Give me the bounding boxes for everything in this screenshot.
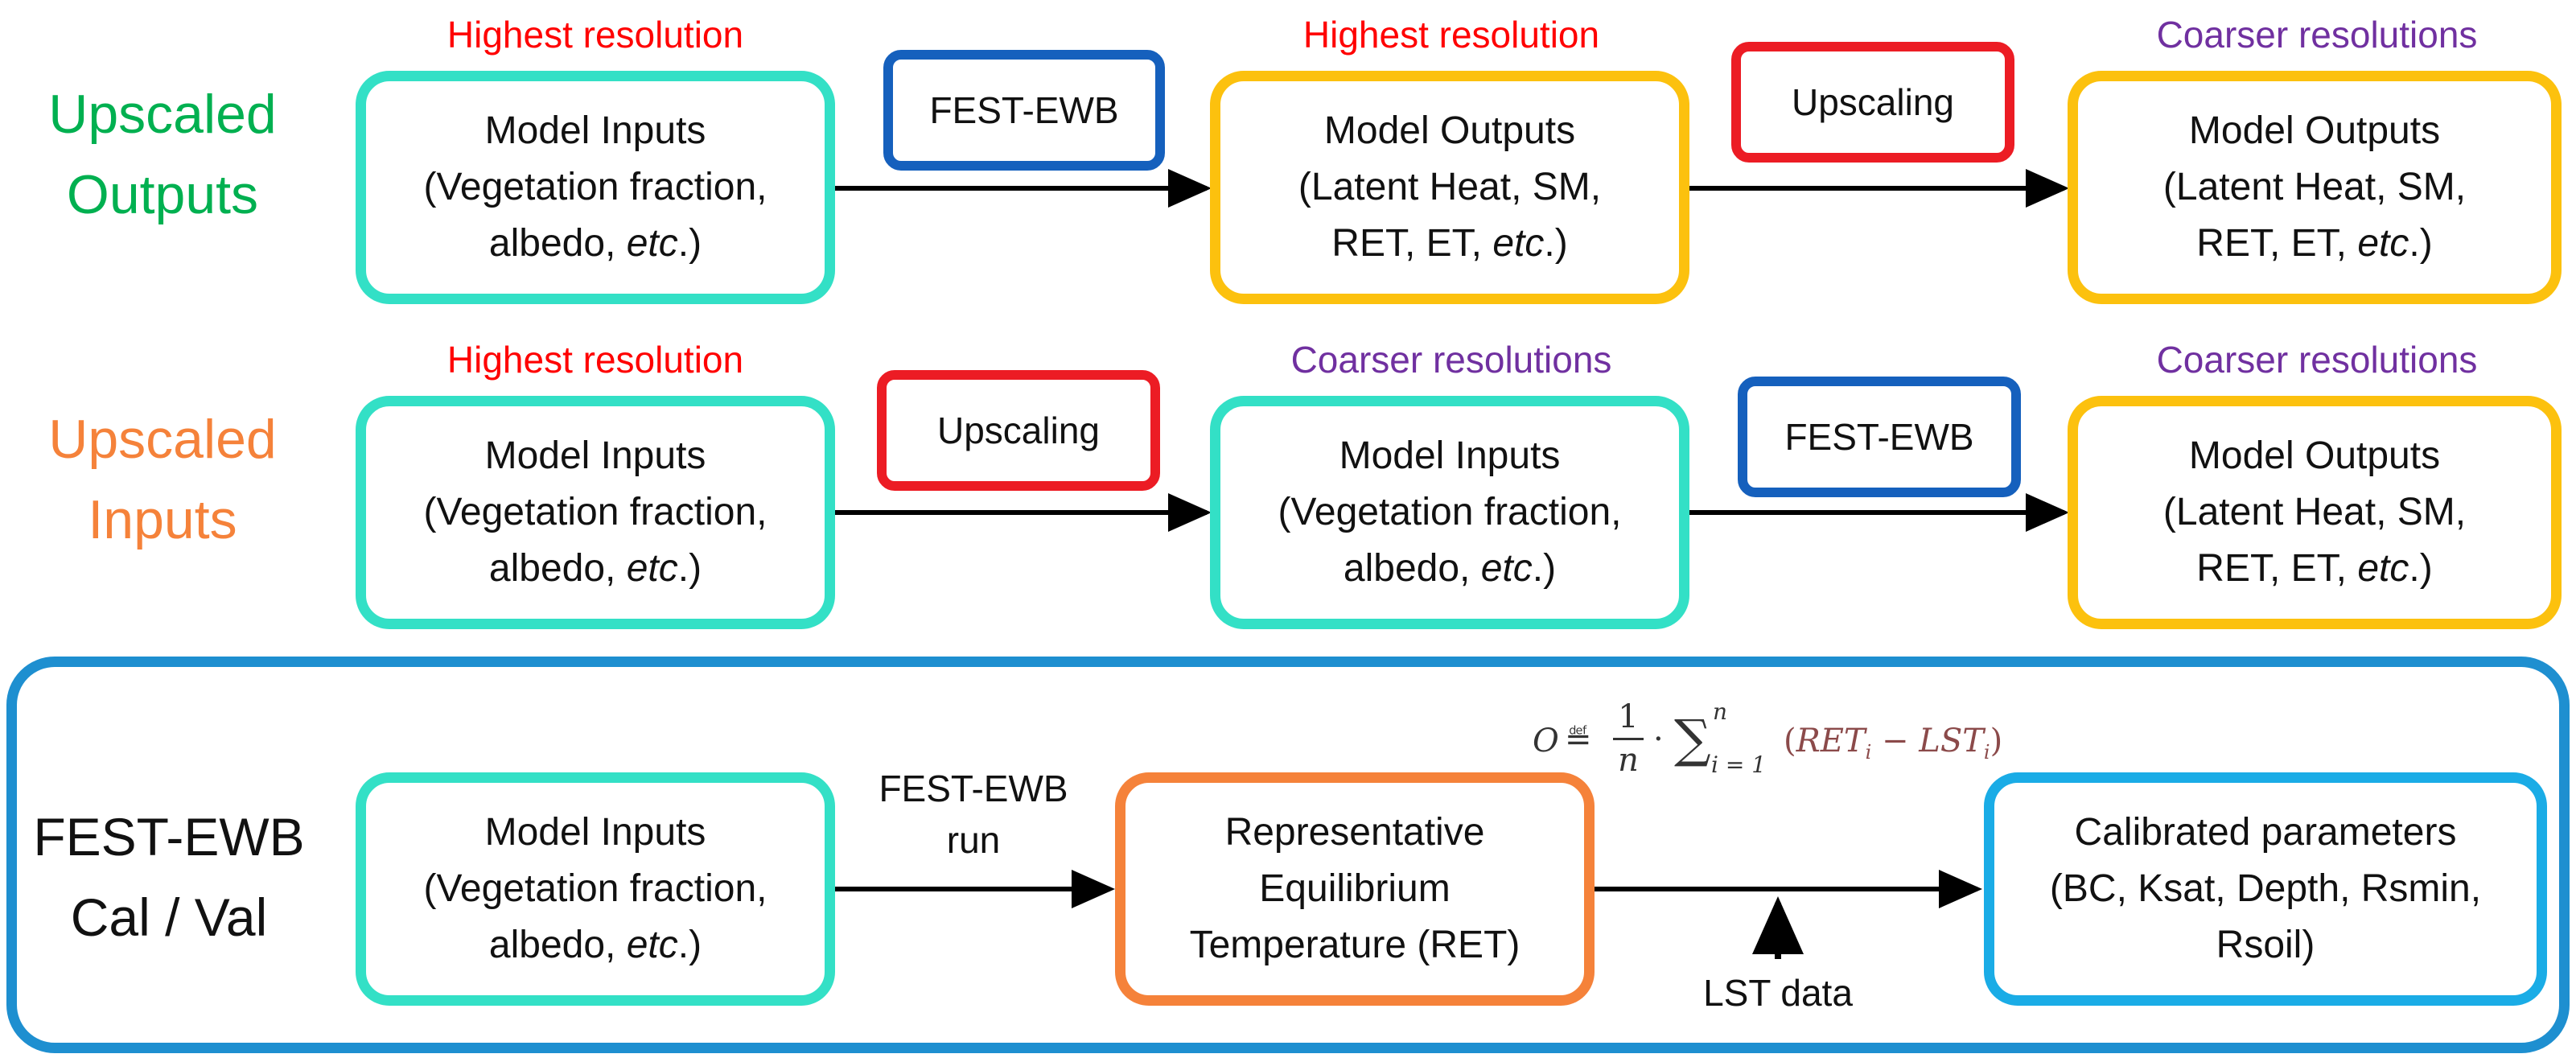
box-line: Model Inputs (1339, 434, 1561, 477)
fest-ewb-tag: FEST-EWB (883, 50, 1165, 171)
box-line: albedo, etc.) (488, 547, 702, 590)
box-line: Model Inputs (484, 109, 706, 152)
formula-sum-lower: i = 1 (1711, 751, 1767, 778)
calval-frame (6, 657, 2570, 1053)
box-line: Temperature (RET) (1189, 924, 1520, 966)
resolution-label: Coarser resolutions (2156, 339, 2478, 381)
box-line: Model Inputs (484, 434, 706, 477)
coarse-model-outputs-box: Model Outputs (Latent Heat, SM, RET, ET,… (2068, 396, 2562, 629)
box-line: albedo, etc.) (488, 924, 702, 966)
resolution-label: Highest resolution (446, 14, 744, 56)
box-line: (Vegetation fraction, (423, 867, 767, 910)
model-outputs-box: Model Outputs (Latent Heat, SM, RET, ET,… (1210, 71, 1689, 304)
fest-ewb-tag: FEST-EWB (1738, 377, 2021, 497)
resolution-label: Coarser resolutions (2156, 14, 2478, 56)
box-line: Calibrated parameters (2074, 811, 2457, 854)
box-line: (Latent Heat, SM, (2162, 491, 2467, 533)
resolution-label: Highest resolution (446, 339, 744, 381)
row-label-line1: Upscaled (48, 84, 277, 145)
calibrated-parameters-box: Calibrated parameters (BC, Ksat, Depth, … (1984, 772, 2547, 1006)
model-inputs-box: Model Inputs (Vegetation fraction, albed… (356, 71, 835, 304)
formula-sum: ∑ (1674, 710, 1711, 769)
row-label-upscaled-outputs: Upscaled Outputs (42, 74, 283, 235)
row-label-line2: Inputs (88, 489, 237, 550)
formula-def: ≝ (1565, 721, 1592, 758)
coarse-model-inputs-box: Model Inputs (Vegetation fraction, albed… (1210, 396, 1689, 629)
row-label-line1: FEST-EWB (33, 807, 305, 867)
formula-dot: · (1653, 721, 1664, 758)
ret-box: Representative Equilibrium Temperature (… (1115, 772, 1595, 1006)
row-label-line1: Upscaled (48, 409, 277, 470)
formula-term: (RETi − LSTi) (1784, 722, 2003, 764)
upscaling-tag: Upscaling (877, 370, 1160, 491)
run-line2: run (946, 819, 1001, 861)
model-inputs-box: Model Inputs (Vegetation fraction, albed… (356, 396, 835, 629)
formula-sum-upper: n (1713, 698, 1728, 725)
box-line: (Vegetation fraction, (1278, 491, 1622, 533)
box-line: (Latent Heat, SM, (1298, 166, 1602, 208)
model-inputs-box: Model Inputs (Vegetation fraction, albed… (356, 772, 835, 1006)
box-line: RET, ET, etc.) (1331, 222, 1568, 265)
box-line: albedo, etc.) (1343, 547, 1557, 590)
formula-denominator: n (1618, 742, 1639, 779)
resolution-label: Highest resolution (1302, 14, 1600, 56)
box-line: Model Outputs (2188, 434, 2441, 477)
upscaling-tag: Upscaling (1731, 42, 2014, 163)
coarse-model-outputs-box: Model Outputs (Latent Heat, SM, RET, ET,… (2068, 71, 2562, 304)
row-label-calval: FEST-EWB Cal / Val (32, 797, 306, 957)
row-label-line2: Outputs (66, 164, 259, 225)
box-line: Rsoil) (2216, 924, 2315, 966)
formula-numerator: 1 (1618, 698, 1639, 735)
box-line: Equilibrium (1259, 867, 1451, 910)
box-line: Model Inputs (484, 811, 706, 854)
box-line: Model Outputs (2188, 109, 2441, 152)
formula-lhs: O (1533, 722, 1559, 760)
box-line: (BC, Ksat, Depth, Rsmin, (2049, 867, 2482, 910)
row-label-line2: Cal / Val (70, 887, 268, 947)
box-line: Model Outputs (1323, 109, 1576, 152)
row-label-upscaled-inputs: Upscaled Inputs (42, 399, 283, 560)
resolution-label: Coarser resolutions (1290, 339, 1612, 381)
box-line: (Latent Heat, SM, (2162, 166, 2467, 208)
run-line1: FEST-EWB (879, 768, 1068, 809)
box-line: RET, ET, etc.) (2196, 222, 2433, 265)
box-line: Representative (1224, 811, 1485, 854)
box-line: (Vegetation fraction, (423, 166, 767, 208)
formula-fraction-bar (1613, 738, 1644, 740)
lst-data-label: LST data (1703, 972, 1853, 1014)
box-line: albedo, etc.) (488, 222, 702, 265)
box-line: (Vegetation fraction, (423, 491, 767, 533)
box-line: RET, ET, etc.) (2196, 547, 2433, 590)
fest-ewb-run-label: FEST-EWB run (853, 763, 1094, 866)
